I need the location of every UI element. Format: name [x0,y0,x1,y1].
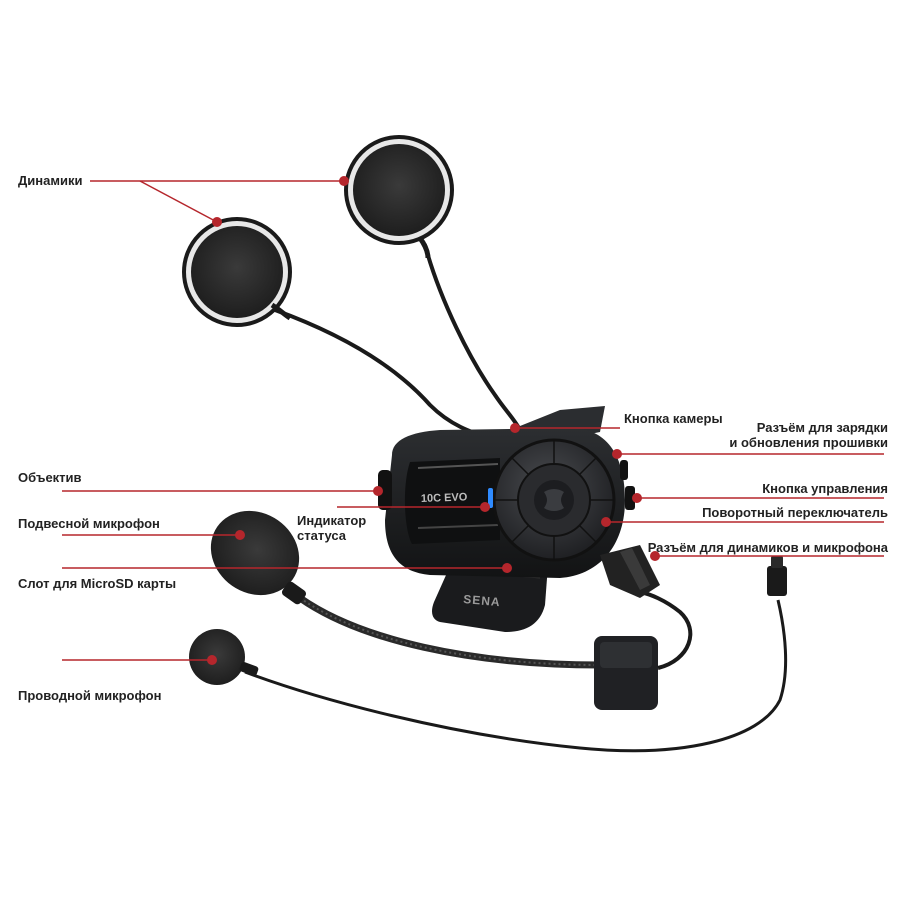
speaker-cable-right [423,243,522,432]
label-charging-port-line2: и обновления прошивки [729,435,888,450]
dot-speaker-right [339,176,349,186]
boom-mic [210,510,604,669]
label-speaker-mic-port: Разъём для динамиков и микрофона [647,540,888,555]
speaker-cables [273,243,522,442]
mic-mount-pad [594,590,693,710]
dot-status-indicator [480,502,490,512]
label-speakers: Динамики [18,173,83,188]
dot-speaker-mic-port [650,551,660,561]
label-camera-button: Кнопка камеры [624,411,723,426]
dot-lens [373,486,383,496]
label-boom-mic: Подвесной микрофон [18,516,160,531]
dot-microsd [502,563,512,573]
main-unit [378,406,660,632]
status-led [488,488,493,508]
dot-speaker-left [212,217,222,227]
dot-jog-dial [601,517,611,527]
leader-lines [62,180,884,661]
label-charging-port-line1: Разъём для зарядки [756,420,888,435]
label-jog-dial: Поворотный переключатель [702,505,888,520]
dot-wired-mic [207,655,217,665]
label-control-button: Кнопка управления [762,481,888,496]
brand-label: SENA [463,592,501,609]
speaker-cable-left [273,308,497,442]
label-lens: Объектив [18,470,82,485]
leader-speakers-branch [139,180,218,223]
dot-charging-port [612,449,622,459]
label-status-indicator-line1: Индикатор [297,513,367,528]
wired-mic [189,599,788,753]
dot-control-button [632,493,642,503]
dot-camera-button [510,423,520,433]
label-wired-mic: Проводной микрофон [18,688,162,703]
label-microsd-slot: Слот для MicroSD карты [18,576,177,591]
speaker-right [344,135,454,259]
speaker-left [182,217,292,327]
dot-boom-mic [235,530,245,540]
label-status-indicator: Индикатор статуса [297,513,366,543]
model-label: 10C EVO [421,491,468,505]
cable-connector [767,556,787,596]
label-charging-port: Разъём для зарядки и обновления прошивки [729,420,888,450]
label-status-indicator-line2: статуса [297,528,347,543]
leader-dots [207,176,660,665]
